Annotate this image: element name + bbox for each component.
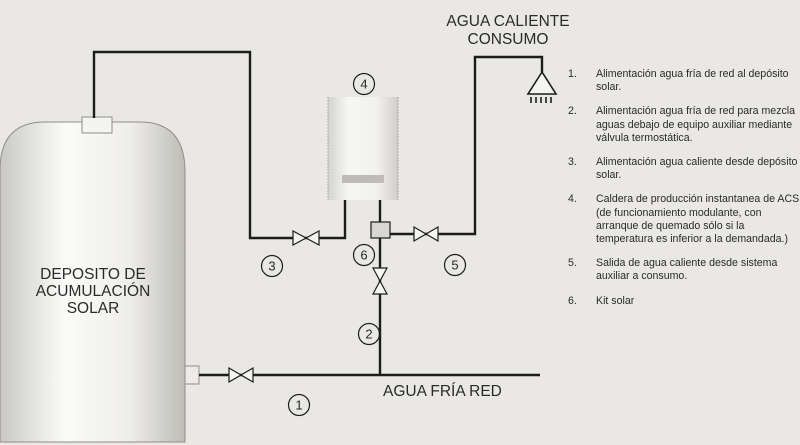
shower-head-icon xyxy=(526,70,558,103)
pipe-hot-to-consumption xyxy=(390,55,544,236)
valve-cold-mix xyxy=(371,267,389,295)
legend-item: 6. Kit solar xyxy=(568,295,800,308)
legend-item-text: Caldera de producción instantanea de ACS… xyxy=(596,193,800,246)
boiler-burner-grille xyxy=(342,175,384,183)
legend-item-text: Alimentación agua fría de red al depósit… xyxy=(596,68,789,94)
legend-list: 1. Alimentación agua fría de red al depó… xyxy=(568,68,800,319)
legend-item: 1. Alimentación agua fría de red al depó… xyxy=(568,68,800,94)
legend-item-number: 2. xyxy=(568,105,577,118)
legend-item-text: Alimentación agua caliente desde depósit… xyxy=(596,156,798,182)
cold-mains-label: AGUA FRÍA RED xyxy=(383,383,502,400)
legend-item-number: 4. xyxy=(568,193,577,206)
tank-label-line1: DEPOSITO DE xyxy=(40,266,146,283)
pipes xyxy=(92,50,544,377)
legend-item-text: Salida de agua caliente desde sistema au… xyxy=(596,257,778,283)
marker-6: 6 xyxy=(352,243,376,267)
legend-item-number: 6. xyxy=(568,294,577,307)
marker-1-label: 1 xyxy=(295,398,302,413)
marker-5-label: 5 xyxy=(451,258,458,273)
marker-4: 4 xyxy=(352,72,376,96)
tank-top-outlet xyxy=(81,116,113,134)
legend-item-number: 5. xyxy=(568,257,577,270)
marker-4-label: 4 xyxy=(360,77,367,92)
marker-2: 2 xyxy=(357,322,381,346)
valve-hot-supply xyxy=(292,229,320,247)
tank-label-line2: ACUMULACIÓN xyxy=(36,283,151,300)
legend-item-text: Alimentación agua fría de red para mezcl… xyxy=(596,105,796,144)
solar-storage-tank: DEPOSITO DE ACUMULACIÓN SOLAR xyxy=(0,116,200,443)
legend-item: 5. Salida de agua caliente desde sistema… xyxy=(568,257,800,283)
legend-item: 4. Caldera de producción instantanea de … xyxy=(568,193,800,246)
legend-item-number: 1. xyxy=(568,68,577,80)
marker-5: 5 xyxy=(443,253,467,277)
tank-side-inlet xyxy=(184,365,200,385)
valve-cold-inlet xyxy=(228,366,254,384)
legend-item-number: 3. xyxy=(568,156,577,169)
marker-3: 3 xyxy=(260,254,284,278)
marker-1: 1 xyxy=(287,393,311,417)
legend-item: 3. Alimentación agua caliente desde depó… xyxy=(568,156,800,182)
instant-boiler xyxy=(327,97,399,200)
hot-water-label-line1: AGUA CALIENTE xyxy=(446,13,569,30)
marker-2-label: 2 xyxy=(365,327,372,342)
hot-water-label-line2: CONSUMO xyxy=(468,31,549,48)
marker-6-label: 6 xyxy=(360,248,367,263)
legend-item: 2. Alimentación agua fría de red para me… xyxy=(568,105,800,145)
pipe-hot-from-tank xyxy=(92,50,347,240)
valve-hot-outlet xyxy=(413,225,439,243)
solar-kit-block xyxy=(370,221,391,239)
marker-3-label: 3 xyxy=(268,259,275,274)
legend-item-text: Kit solar xyxy=(596,294,635,307)
tank-label-line3: SOLAR xyxy=(67,300,120,317)
